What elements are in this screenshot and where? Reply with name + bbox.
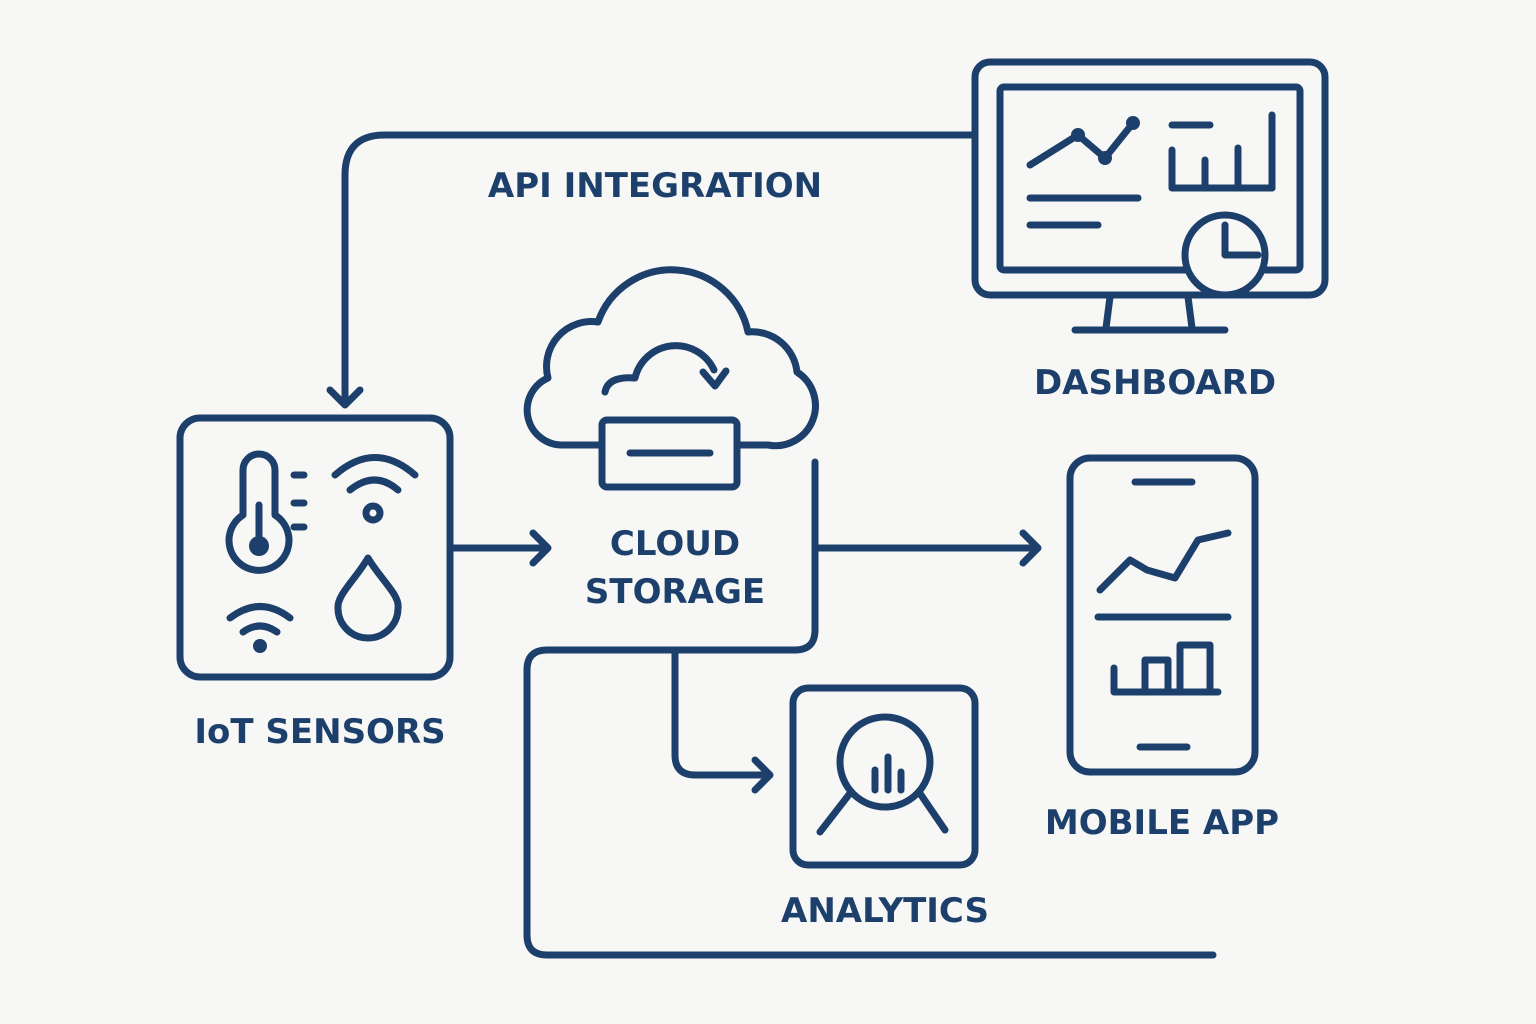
analytics-node (789, 684, 979, 869)
cloud-to-mobile-edge (811, 529, 1042, 567)
cloud-label-line2: STORAGE (585, 572, 765, 612)
line-chart-icon (1026, 116, 1140, 169)
wireless-signal-icon (331, 454, 419, 524)
mobile-app-node (1066, 454, 1259, 776)
dashboard-node (971, 58, 1329, 334)
iot-sensors-label: IoT SENSORS (194, 712, 445, 752)
mobile-app-label: MOBILE APP (1045, 803, 1279, 843)
magnifier-icon (816, 713, 949, 836)
api-integration-label: API INTEGRATION (488, 166, 822, 206)
sync-arrow-icon (601, 342, 730, 396)
thermometer-icon (225, 450, 308, 574)
analytics-label: ANALYTICS (781, 891, 989, 931)
bar-chart-icon (1110, 641, 1222, 696)
bar-chart-icon (1168, 111, 1276, 192)
cloud-icon (523, 266, 819, 450)
cloud-storage-node (523, 266, 819, 491)
cloud-to-analytics-edge (671, 648, 774, 794)
api-integration-edge (326, 131, 977, 409)
iot-to-cloud-edge (448, 529, 552, 567)
iot-sensors-node (176, 414, 454, 681)
dashboard-label: DASHBOARD (1034, 363, 1276, 403)
trend-line-icon (1096, 529, 1232, 594)
pie-chart-icon (1181, 211, 1269, 299)
cloud-label-line1: CLOUD (610, 524, 740, 564)
water-drop-icon (334, 554, 402, 642)
storage-drive-icon (598, 416, 741, 491)
cloud-loop-edge (523, 458, 1217, 959)
wifi-icon (226, 603, 294, 653)
